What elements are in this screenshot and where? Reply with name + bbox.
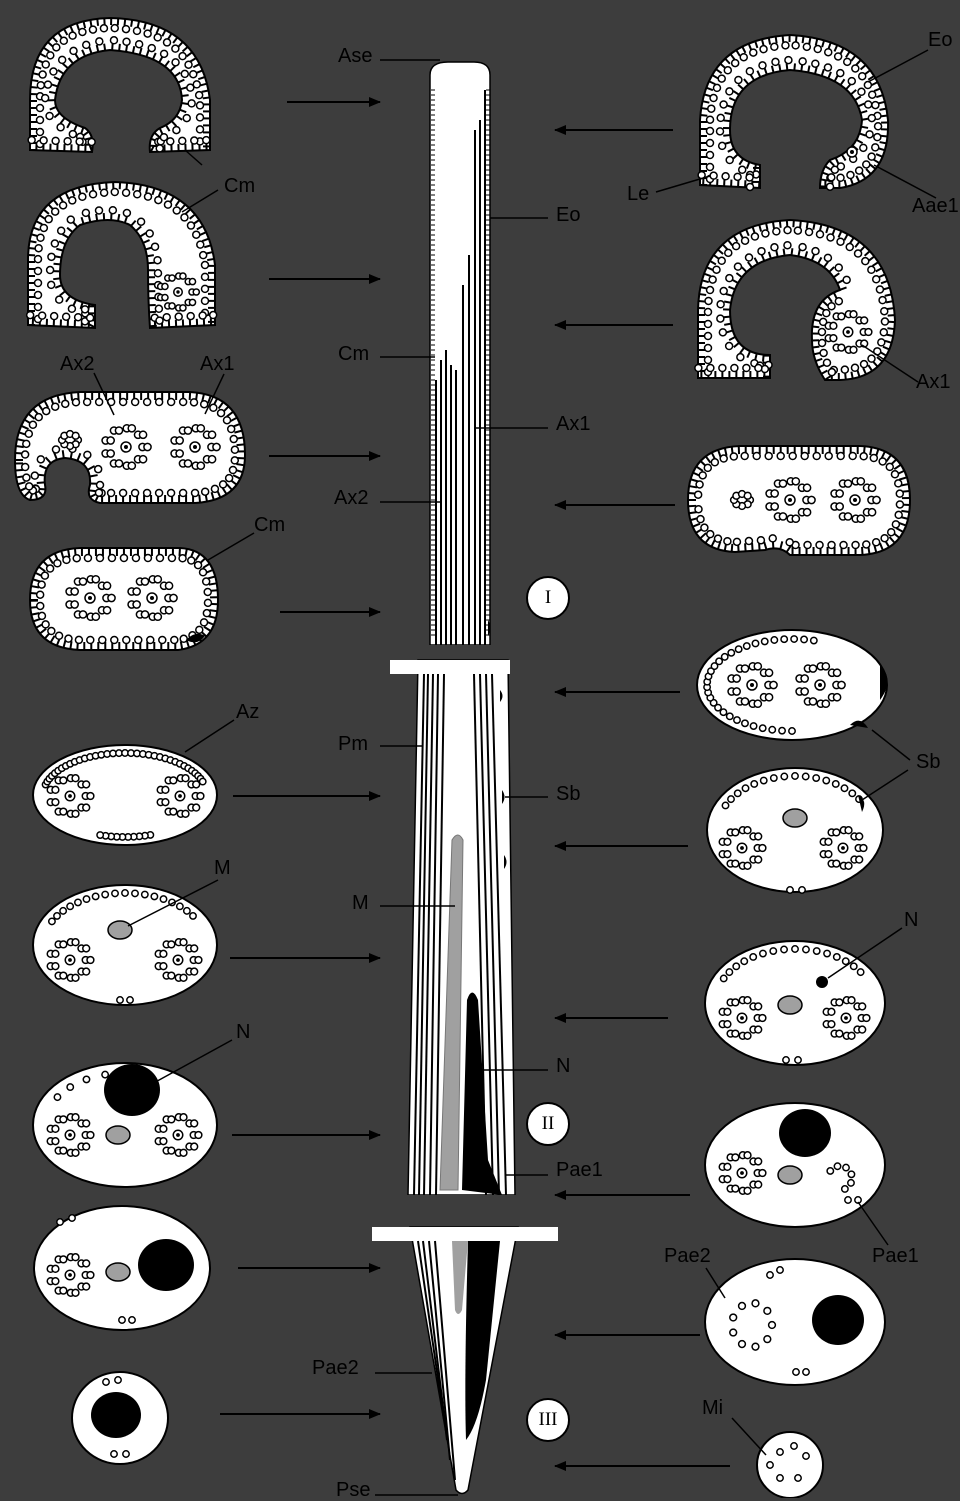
label-cm-mid: Cm: [338, 344, 369, 364]
label-aae1: Aae1: [912, 196, 959, 216]
left-section-3: [15, 392, 245, 503]
label-mi: Mi: [702, 1398, 723, 1418]
left-section-4: [30, 548, 218, 650]
region-ii-marker: II: [526, 1102, 570, 1146]
right-section-3: [688, 446, 910, 555]
left-section-2: [27, 182, 217, 328]
left-section-5: [33, 745, 217, 845]
label-pae1-mid: Pae1: [556, 1160, 603, 1180]
gap-2: [380, 1195, 560, 1227]
label-pse: Pse: [336, 1480, 370, 1500]
right-section-5: [707, 768, 883, 893]
label-cm-top: Cm: [224, 176, 255, 196]
region-iii-marker: III: [526, 1398, 570, 1442]
right-section-6: [705, 941, 885, 1065]
right-section-8: [705, 1259, 885, 1385]
left-section-8: [34, 1206, 210, 1330]
label-ax2-left: Ax2: [60, 354, 94, 374]
label-cm-lower: Cm: [254, 515, 285, 535]
label-sb-right: Sb: [916, 752, 940, 772]
left-section-9: [72, 1372, 168, 1464]
longitudinal-section: [372, 62, 560, 1494]
label-pm: Pm: [338, 734, 368, 754]
right-section-7: [705, 1103, 885, 1227]
right-section-2: [695, 220, 895, 380]
right-section-4: [697, 630, 888, 740]
label-ax1-right: Ax1: [916, 372, 950, 392]
label-pae1-right: Pae1: [872, 1246, 919, 1266]
label-pae2-mid: Pae2: [312, 1358, 359, 1378]
right-section-9: [757, 1432, 823, 1498]
label-n-left: N: [236, 1022, 250, 1042]
gap-1: [420, 645, 500, 660]
label-ax2-mid: Ax2: [334, 488, 368, 508]
label-sb-mid: Sb: [556, 784, 580, 804]
label-pae2-right: Pae2: [664, 1246, 711, 1266]
label-n-mid: N: [556, 1056, 570, 1076]
label-eo-right: Eo: [928, 30, 952, 50]
label-m-left: M: [214, 858, 231, 878]
right-section-1: [698, 35, 888, 190]
label-az: Az: [236, 702, 259, 722]
label-ax1-left: Ax1: [200, 354, 234, 374]
label-ase: Ase: [338, 46, 372, 66]
label-eo-mid: Eo: [556, 205, 580, 225]
label-le: Le: [627, 184, 649, 204]
segment-iii-cap: [372, 1227, 558, 1241]
label-ax1-mid: Ax1: [556, 414, 590, 434]
region-i-marker: I: [526, 576, 570, 620]
left-section-1: [28, 18, 210, 152]
label-n-right: N: [904, 910, 918, 930]
left-section-7: [33, 1063, 217, 1187]
segment-ii-cap: [390, 660, 510, 674]
label-m-mid: M: [352, 893, 369, 913]
left-section-6: [33, 885, 217, 1005]
